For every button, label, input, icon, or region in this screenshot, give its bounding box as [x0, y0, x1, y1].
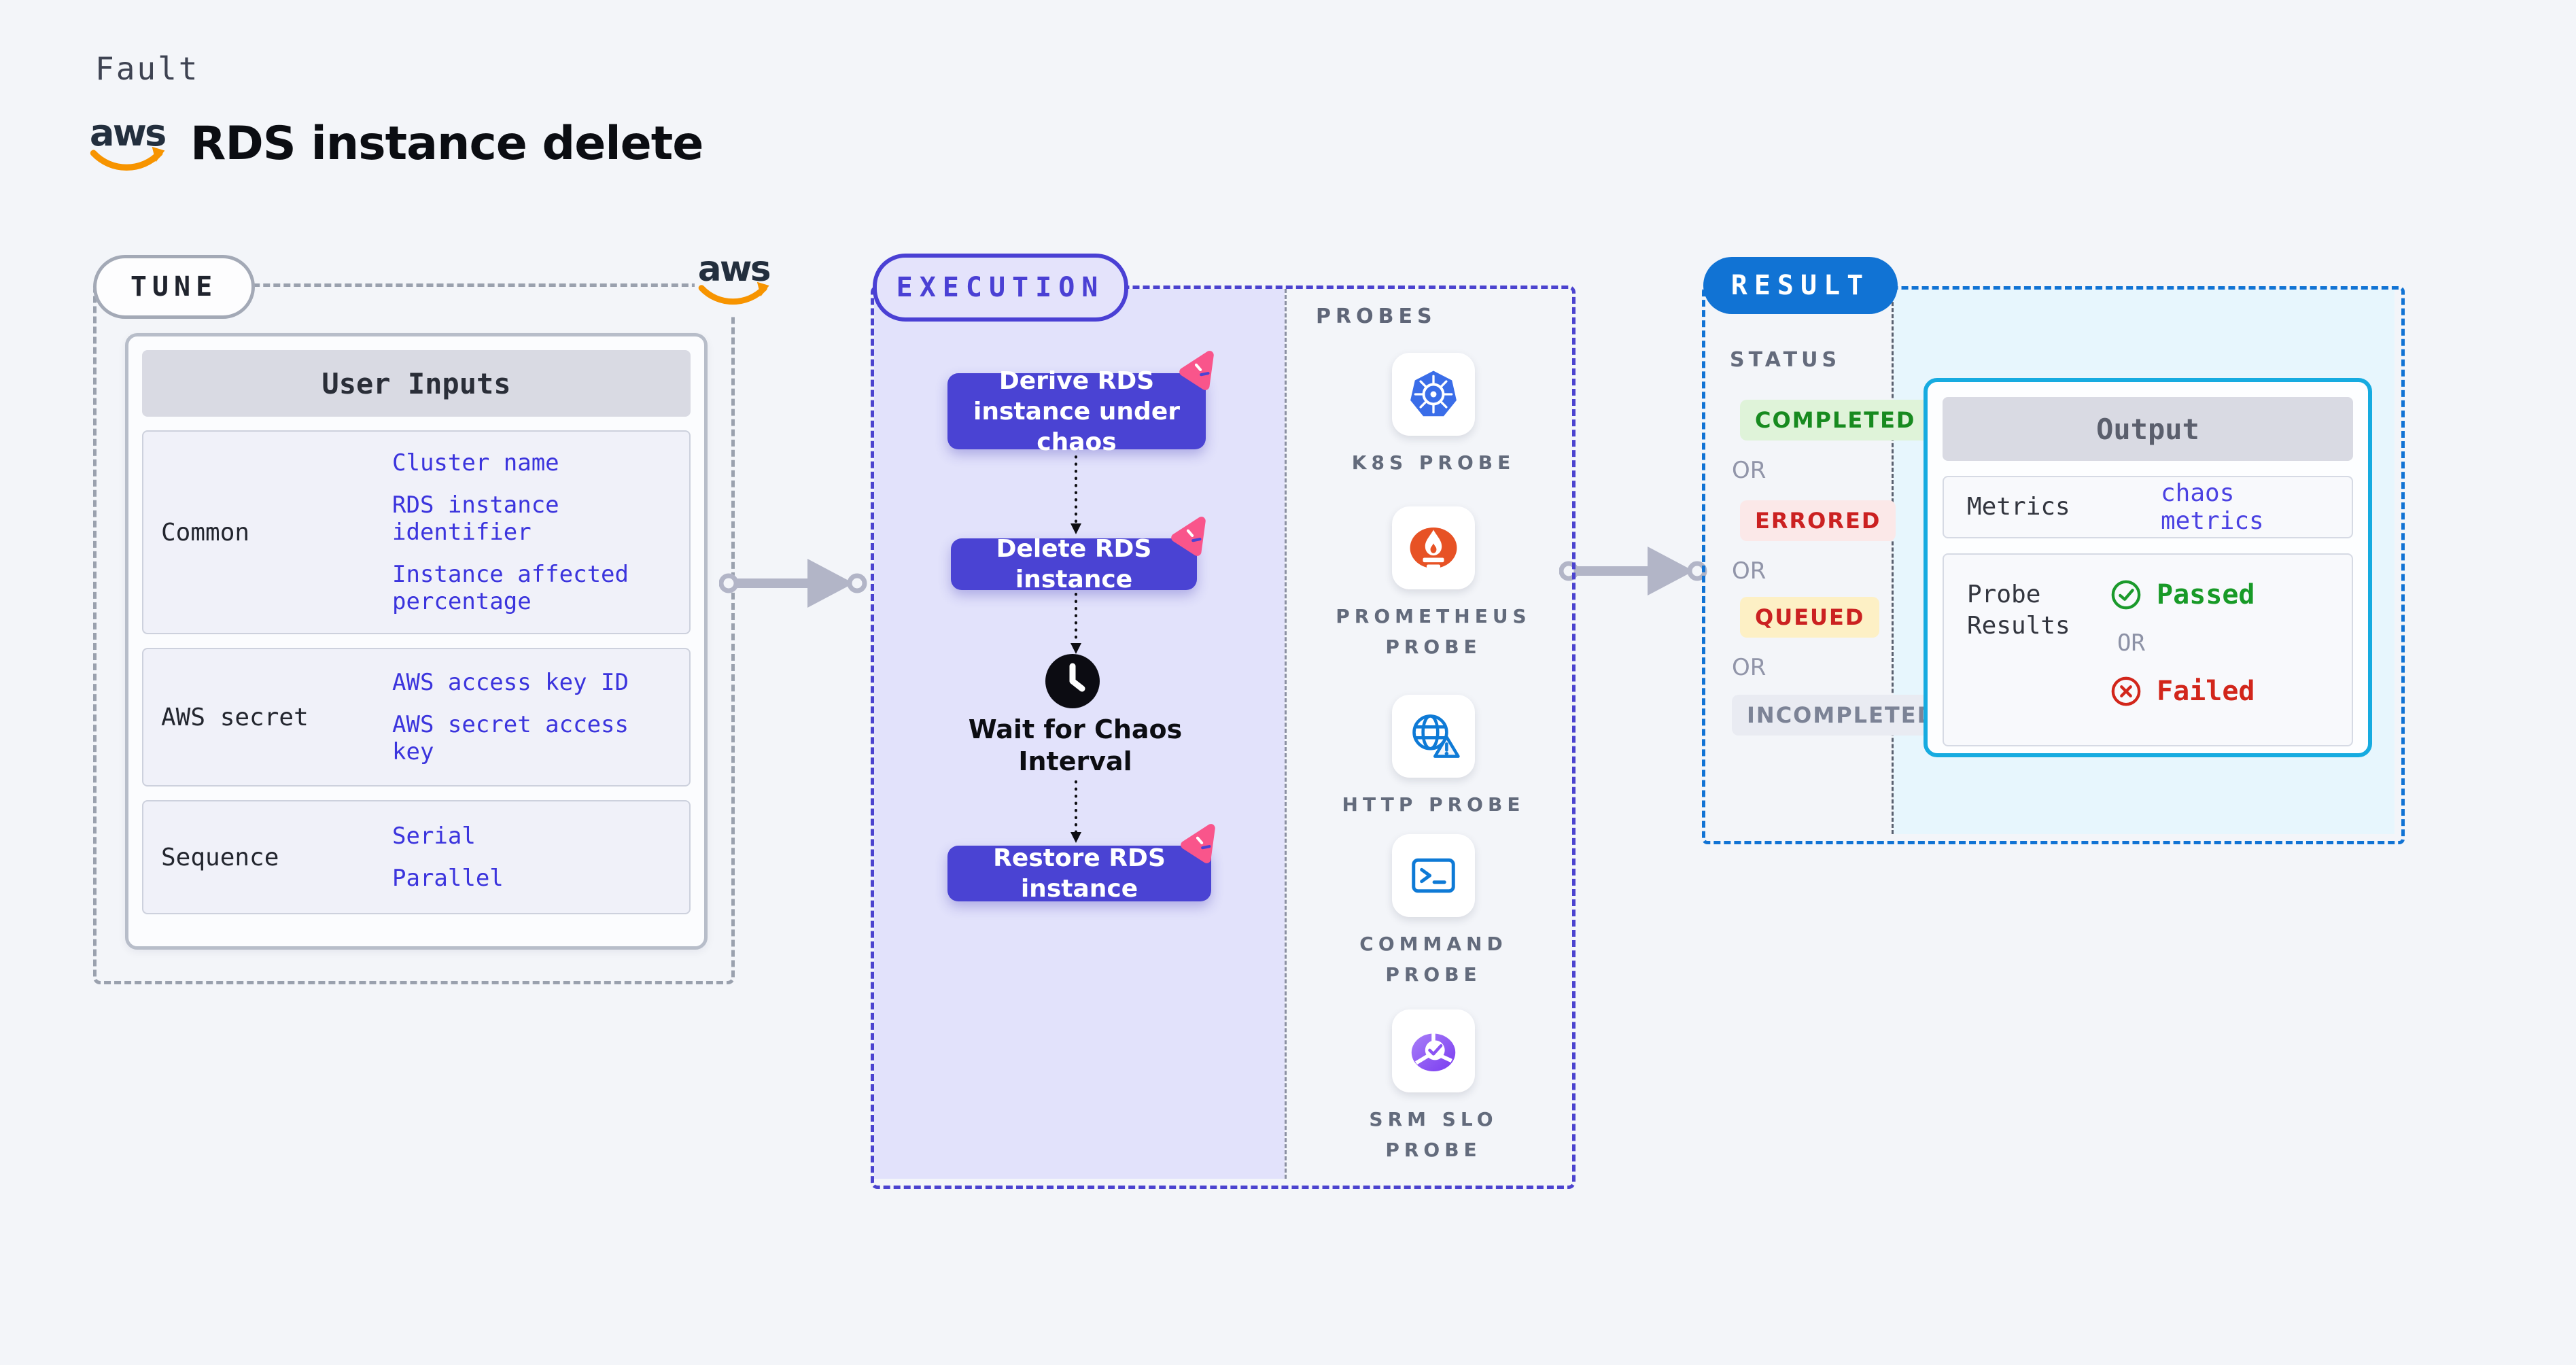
page-title: RDS instance delete — [190, 117, 703, 171]
dotted-arrow-icon — [1071, 455, 1081, 534]
chaos-scenario-icon — [1174, 348, 1219, 393]
dotted-arrow-icon — [1071, 780, 1081, 843]
clock-icon — [1045, 654, 1100, 708]
probes-panel-label: PROBES — [1316, 305, 1437, 328]
probe-label: PROMETHEUS PROBE — [1336, 605, 1531, 658]
row-label: Common — [161, 518, 250, 547]
probe-label: K8S PROBE — [1351, 451, 1516, 474]
probe-label: SRM SLO PROBE — [1369, 1108, 1498, 1161]
x-circle-icon — [2111, 676, 2141, 706]
or-separator: OR — [1732, 654, 1766, 681]
probe-card-command — [1392, 834, 1475, 917]
probe-results-label: Probe Results — [1967, 581, 2070, 640]
kubernetes-icon — [1410, 370, 1457, 417]
result-divider — [1892, 290, 1894, 834]
probe-card-http — [1392, 695, 1475, 778]
or-separator: OR — [1732, 557, 1766, 585]
result-section-box — [1702, 286, 2405, 844]
wait-step-label: Wait for Chaos Interval — [968, 714, 1183, 776]
input-link[interactable]: AWS access key ID — [392, 669, 629, 696]
step-restore-rds: Restore RDS instance — [947, 844, 1211, 903]
chaos-metrics-link[interactable]: chaos metrics — [2161, 479, 2264, 535]
row-values: Cluster name RDS instance identifier Ins… — [392, 432, 689, 633]
input-link[interactable]: Cluster name — [392, 449, 559, 477]
table-row-aws-secret: AWS secret AWS access key ID AWS secret … — [142, 648, 691, 787]
status-column-label: STATUS — [1730, 348, 1841, 372]
output-header: Output — [1943, 397, 2353, 461]
chaos-scenario-icon — [1176, 821, 1221, 866]
or-separator: OR — [2117, 629, 2145, 657]
tune-badge: TUNE — [93, 255, 255, 319]
status-badge-errored: ERRORED — [1740, 500, 1896, 541]
row-label: Sequence — [161, 843, 279, 871]
flow-arrow-icon — [719, 551, 869, 616]
passed-label: Passed — [2157, 579, 2255, 610]
input-link[interactable]: Instance affected percentage — [392, 561, 629, 615]
terminal-icon — [1412, 858, 1455, 893]
metrics-label: Metrics — [1967, 493, 2070, 521]
execution-badge: EXECUTION — [873, 254, 1128, 322]
probe-label: COMMAND PROBE — [1359, 933, 1508, 986]
input-link[interactable]: AWS secret access key — [392, 711, 629, 765]
output-row-metrics: Metrics chaos metrics — [1943, 476, 2353, 538]
row-values: Serial Parallel — [392, 801, 689, 913]
probe-card-prometheus — [1392, 506, 1475, 589]
failed-label: Failed — [2157, 676, 2255, 707]
probe-results-values: Passed OR Failed — [2110, 579, 2255, 725]
probe-label: HTTP PROBE — [1342, 793, 1525, 816]
flow-arrow-icon — [1559, 538, 1709, 604]
result-badge: RESULT — [1703, 257, 1898, 314]
aws-logo-icon — [88, 111, 169, 179]
execution-probes-divider — [1285, 289, 1287, 1179]
category-label: Fault — [95, 50, 200, 87]
status-badge-queued: QUEUED — [1740, 597, 1880, 638]
failed-item: Failed — [2110, 676, 2255, 707]
row-values: AWS access key ID AWS secret access key — [392, 649, 689, 785]
input-link[interactable]: Parallel — [392, 865, 504, 892]
probe-card-k8s — [1392, 353, 1475, 436]
output-table: Output Metrics chaos metrics Probe Resul… — [1924, 378, 2372, 757]
http-globe-warning-icon — [1412, 714, 1460, 758]
srm-slo-icon — [1411, 1033, 1456, 1071]
user-inputs-header: User Inputs — [142, 350, 691, 417]
output-row-probe-results: Probe Results Passed OR Failed — [1943, 553, 2353, 746]
tune-section-box — [93, 283, 735, 984]
check-circle-icon — [2111, 580, 2141, 610]
table-row-sequence: Sequence Serial Parallel — [142, 800, 691, 914]
status-badge-incompleted: INCOMPLETED — [1732, 695, 1952, 736]
probe-card-srm-slo — [1392, 1009, 1475, 1092]
chaos-scenario-icon — [1166, 514, 1211, 559]
input-link[interactable]: RDS instance identifier — [392, 491, 559, 546]
step-derive-rds: Derive RDS instance under chaos — [947, 367, 1206, 456]
prometheus-icon — [1410, 528, 1457, 568]
aws-logo-icon-small — [695, 247, 775, 314]
status-badge-completed: COMPLETED — [1740, 400, 1931, 440]
dotted-arrow-icon — [1071, 593, 1081, 654]
or-separator: OR — [1732, 457, 1766, 484]
execution-probes-box — [871, 286, 1576, 1189]
passed-item: Passed — [2110, 579, 2255, 610]
table-row-common: Common Cluster name RDS instance identif… — [142, 430, 691, 634]
step-delete-rds: Delete RDS instance — [951, 535, 1197, 593]
input-link[interactable]: Serial — [392, 823, 476, 850]
row-label: AWS secret — [161, 703, 309, 731]
user-inputs-table: User Inputs Common Cluster name RDS inst… — [125, 333, 708, 950]
